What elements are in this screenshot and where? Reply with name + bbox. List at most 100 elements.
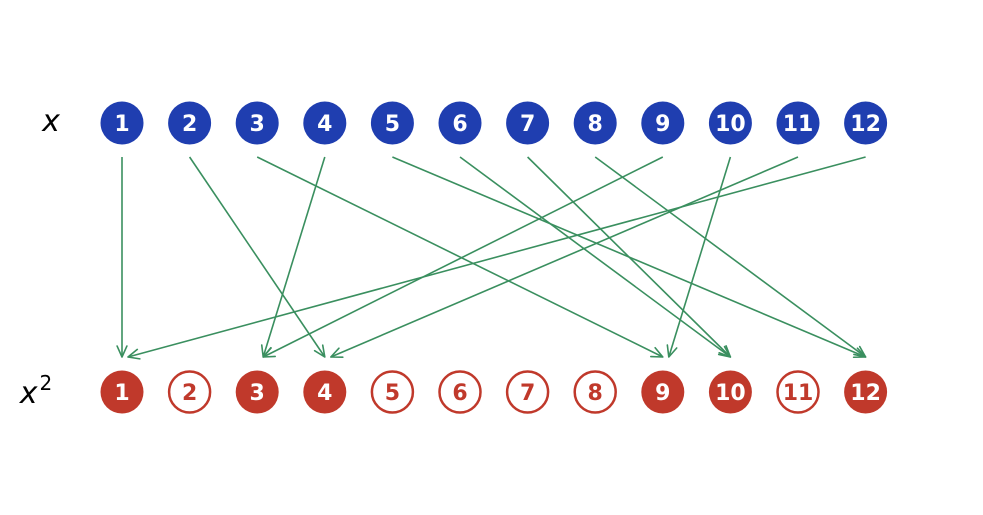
top-node-label: 9: [655, 112, 670, 137]
arrow-shaft: [256, 156, 664, 358]
arrow-shaft: [188, 156, 326, 358]
bottom-row-label-sup: 2: [40, 371, 53, 395]
top-node-label: 7: [520, 112, 535, 137]
top-node-circle: [708, 101, 752, 145]
bottom-node-filled: 10: [708, 370, 752, 414]
top-node-label: 11: [783, 112, 814, 137]
mapping-arrow: [329, 156, 799, 358]
top-node-label: 5: [385, 112, 400, 137]
bottom-node-circle: [776, 370, 820, 414]
top-node: 3: [235, 101, 279, 145]
bottom-node-circle: [708, 370, 752, 414]
bottom-node-circle: [167, 370, 212, 414]
top-node-circle: [641, 101, 685, 145]
bottom-node-filled: 1: [100, 370, 144, 414]
bottom-node-circle: [370, 370, 415, 414]
bottom-node-label: 10: [715, 381, 746, 406]
bottom-node-circle: [844, 370, 888, 414]
arrow-shaft: [127, 156, 866, 358]
bottom-node-label: 9: [655, 381, 670, 406]
bottom-node-label: 5: [385, 381, 400, 406]
top-node-label: 4: [317, 112, 332, 137]
mapping-arrow: [127, 156, 866, 360]
mapping-arrow: [116, 157, 128, 358]
bottom-node-filled: 9: [641, 370, 685, 414]
bottom-node-filled: 4: [303, 370, 347, 414]
arrow-head: [853, 345, 867, 358]
arrow-head: [116, 345, 128, 358]
top-node-circle: [100, 101, 144, 145]
top-node-label: 2: [182, 112, 197, 137]
top-node: 4: [303, 101, 347, 145]
top-node-circle: [370, 101, 414, 145]
mapping-arrow: [256, 156, 664, 358]
bottom-node-circle: [303, 370, 347, 414]
top-node: 11: [776, 101, 820, 145]
top-node-label: 10: [715, 112, 746, 137]
bottom-node-label: 11: [783, 381, 814, 406]
top-node-circle: [168, 101, 212, 145]
top-node-label: 1: [114, 112, 129, 137]
top-node-circle: [844, 101, 888, 145]
bottom-node-filled: 12: [844, 370, 888, 414]
mapping-arrow: [260, 156, 326, 358]
bottom-node-filled: 3: [235, 370, 279, 414]
top-node: 7: [506, 101, 550, 145]
bottom-node-circle: [235, 370, 279, 414]
top-node-circle: [438, 101, 482, 145]
bottom-row-label-base: x: [19, 376, 38, 411]
arrow-head: [262, 346, 276, 358]
arrow-shaft: [594, 156, 867, 358]
bottom-node-hollow: 6: [438, 370, 482, 414]
top-node: 5: [370, 101, 414, 145]
bottom-node-label: 8: [588, 381, 603, 406]
top-node: 12: [844, 101, 888, 145]
mapping-arrow: [262, 156, 664, 358]
top-row-label: x: [41, 104, 60, 139]
bottom-node-circle: [505, 370, 550, 414]
top-node: 9: [641, 101, 685, 145]
top-node-circle: [235, 101, 279, 145]
arrow-shaft: [459, 156, 731, 358]
arrow-head: [127, 348, 141, 360]
bottom-node-circle: [641, 370, 685, 414]
bottom-node-label: 4: [317, 381, 332, 406]
top-node-circle: [573, 101, 617, 145]
bottom-node-label: 2: [182, 381, 197, 406]
arrow-head: [718, 345, 732, 358]
bottom-node-circle: [100, 370, 144, 414]
top-node-circle: [776, 101, 820, 145]
bottom-node-label: 1: [114, 381, 129, 406]
arrow-head: [650, 346, 664, 358]
top-node: 2: [168, 101, 212, 145]
top-node-circle: [506, 101, 550, 145]
arrow-shaft: [527, 156, 731, 358]
bottom-node-label: 6: [452, 381, 467, 406]
bottom-node-hollow: 5: [370, 370, 415, 414]
arrow-head: [329, 347, 344, 358]
top-node: 10: [708, 101, 752, 145]
mapping-arrow: [594, 156, 867, 358]
top-node-label: 6: [452, 112, 467, 137]
top-node-label: 12: [850, 112, 881, 137]
bottom-node-label: 3: [250, 381, 265, 406]
top-node: 6: [438, 101, 482, 145]
arrow-shaft: [330, 156, 799, 358]
top-node-circle: [303, 101, 347, 145]
bottom-node-hollow: 2: [167, 370, 212, 414]
mapping-arrow: [527, 156, 732, 358]
top-node: 8: [573, 101, 617, 145]
arrow-head: [313, 344, 326, 358]
arrow-head: [666, 344, 678, 358]
bottom-node-hollow: 11: [776, 370, 820, 414]
bottom-node-label: 7: [520, 381, 535, 406]
top-node: 1: [100, 101, 144, 145]
arrow-shaft: [262, 156, 326, 358]
bottom-node-circle: [573, 370, 617, 414]
edges-layer: [116, 156, 867, 360]
bottom-node-circle: [438, 370, 482, 414]
